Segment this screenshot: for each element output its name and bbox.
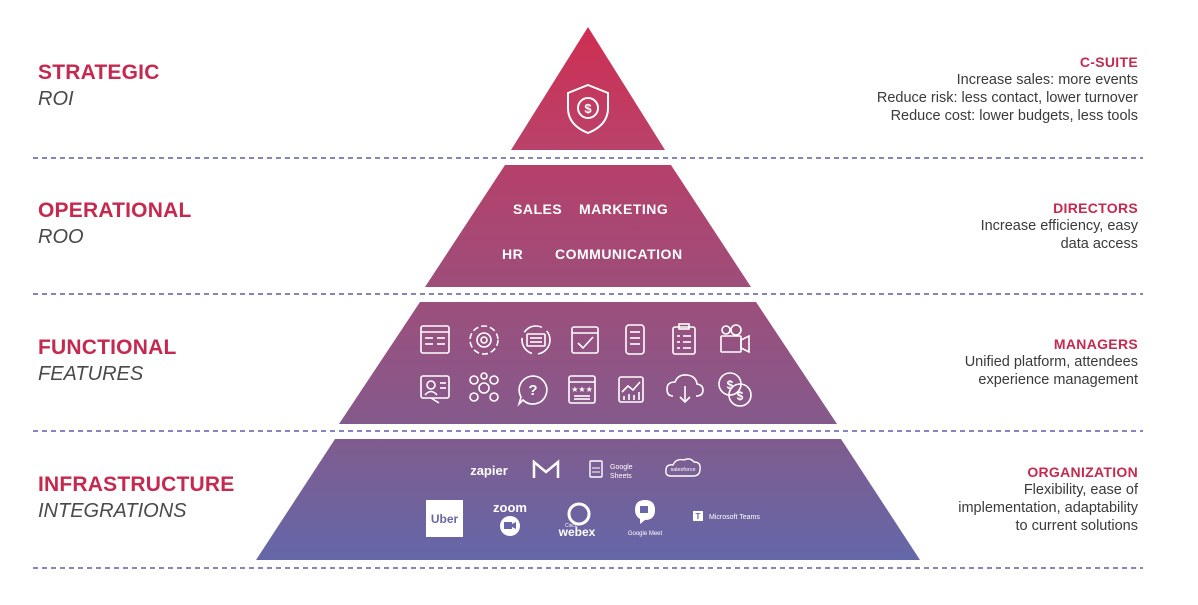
mobile-app-icon	[625, 324, 645, 355]
level-title: STRATEGIC	[38, 61, 160, 84]
microsoft-teams-logo: T Microsoft Teams	[693, 511, 760, 521]
svg-text:Sheets: Sheets	[610, 473, 632, 480]
role-line: Flexibility, ease of	[1023, 482, 1138, 498]
sync-icon	[521, 325, 551, 355]
tier-dividers	[33, 157, 1143, 569]
svg-text:$: $	[737, 389, 744, 403]
role-line: Reduce risk: less contact, lower turnove…	[876, 90, 1138, 106]
role-title: DIRECTORS	[1053, 200, 1138, 216]
role-title: ORGANIZATION	[1027, 464, 1138, 480]
level-subtitle: INTEGRATIONS	[38, 500, 187, 522]
level-title: INFRASTRUCTURE	[38, 473, 235, 496]
checklist-calendar-icon	[571, 326, 599, 354]
level-subtitle: FEATURES	[38, 363, 144, 385]
survey-icon	[672, 323, 696, 355]
svg-text:$: $	[584, 101, 592, 116]
webex-logo: Cisco webex	[558, 502, 596, 539]
role-title: MANAGERS	[1053, 336, 1138, 352]
role-line: Reduce cost: lower budgets, less tools	[890, 108, 1138, 124]
speaker-profile-icon	[420, 375, 450, 404]
tier-infrastructure	[256, 439, 920, 560]
role-managers: MANAGERS Unified platform, attendees exp…	[808, 335, 1138, 389]
dept-marketing: MARKETING	[579, 201, 669, 217]
video-icon	[720, 324, 750, 354]
role-line: implementation, adaptability	[958, 500, 1138, 516]
tier-functional	[339, 302, 837, 424]
svg-text:★★★: ★★★	[571, 385, 593, 394]
google-sheets-logo: Google Sheets	[589, 460, 633, 480]
payments-icon: $ $	[718, 372, 752, 407]
level-title: FUNCTIONAL	[38, 336, 177, 359]
role-organization: ORGANIZATION Flexibility, ease of implem…	[808, 463, 1138, 535]
google-meet-logo: Google Meet	[628, 500, 663, 537]
level-functional-label: FUNCTIONAL FEATURES	[38, 335, 176, 387]
role-line: to current solutions	[1015, 518, 1138, 534]
gmail-logo	[532, 459, 560, 478]
tier-operational	[425, 165, 751, 287]
svg-text:Google Meet: Google Meet	[628, 531, 663, 537]
question-icon: ?	[517, 375, 548, 407]
level-operational-label: OPERATIONAL ROO	[38, 198, 191, 250]
svg-text:T: T	[696, 512, 701, 521]
dept-sales: SALES	[513, 201, 563, 217]
dept-hr: HR	[502, 246, 524, 262]
role-line: data access	[1060, 236, 1138, 252]
level-infrastructure-label: INFRASTRUCTURE INTEGRATIONS	[38, 472, 234, 524]
role-line: experience management	[978, 372, 1138, 388]
svg-text:?: ?	[528, 382, 537, 399]
shield-dollar-icon: $	[567, 83, 609, 135]
dept-communication: COMMUNICATION	[555, 246, 683, 262]
salesforce-logo: salesforce	[665, 458, 701, 477]
rating-icon: ★★★	[568, 375, 596, 404]
uber-logo: Uber	[426, 500, 463, 537]
role-line: Increase efficiency, easy	[980, 218, 1138, 234]
zoom-logo: zoom	[493, 500, 527, 536]
role-csuite: C-SUITE Increase sales: more events Redu…	[808, 53, 1138, 125]
level-subtitle: ROI	[38, 88, 74, 110]
role-directors: DIRECTORS Increase efficiency, easy data…	[808, 199, 1138, 253]
zapier-logo: zapier	[470, 463, 508, 478]
svg-text:zoom: zoom	[493, 500, 527, 515]
svg-text:webex: webex	[558, 525, 596, 539]
level-strategic-label: STRATEGIC ROI	[38, 60, 160, 112]
level-subtitle: ROO	[38, 226, 84, 248]
settings-icon	[469, 325, 499, 355]
svg-text:Cisco: Cisco	[565, 523, 578, 529]
svg-text:Microsoft Teams: Microsoft Teams	[709, 514, 760, 521]
role-line: Increase sales: more events	[956, 72, 1138, 88]
tier-strategic	[511, 27, 665, 150]
agenda-icon	[420, 325, 450, 354]
svg-text:Google: Google	[610, 464, 633, 471]
networking-icon	[469, 372, 499, 402]
role-line: Unified platform, attendees	[964, 354, 1138, 370]
svg-text:Uber: Uber	[431, 512, 459, 526]
svg-text:$: $	[727, 378, 734, 392]
level-title: OPERATIONAL	[38, 199, 192, 222]
role-title: C-SUITE	[1079, 54, 1138, 70]
svg-text:salesforce: salesforce	[670, 467, 695, 473]
analytics-icon	[618, 376, 644, 403]
cloud-download-icon	[666, 374, 704, 404]
